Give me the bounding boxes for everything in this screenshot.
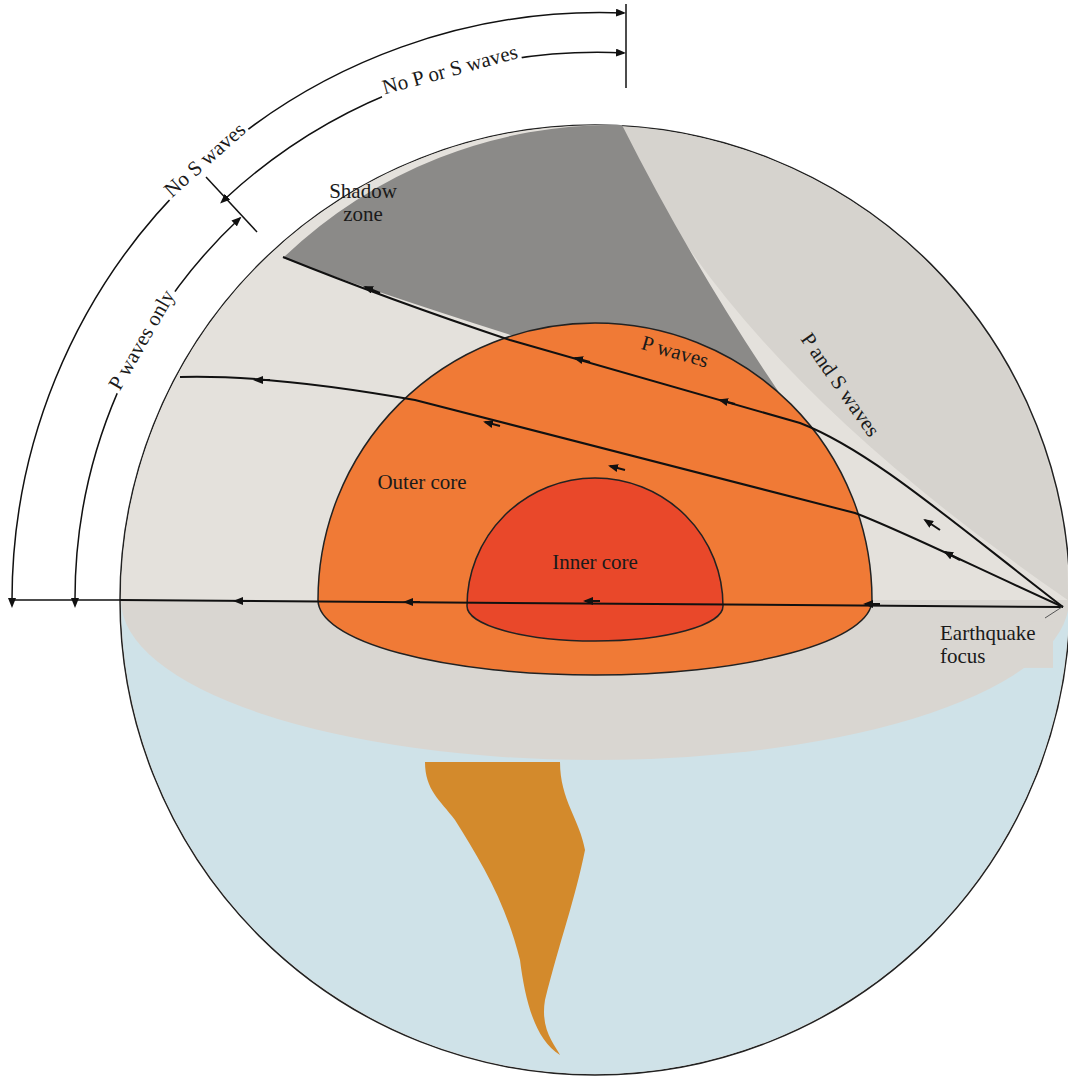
outer-core: Outer coreInner core xyxy=(318,323,872,675)
focus-label: Earthquake focus xyxy=(937,622,1053,668)
wave-ray xyxy=(180,377,1063,607)
bracket-label: No P or S waves xyxy=(377,40,523,101)
ray-arrow xyxy=(585,600,600,602)
shadow-zone-label: Shadow zone xyxy=(313,180,413,226)
ray-arrow xyxy=(575,358,590,362)
ray-arrow xyxy=(945,552,960,560)
bracket-label: P waves only xyxy=(103,283,181,396)
inner-core-label: Inner core xyxy=(545,551,645,574)
bracket-label: No S waves xyxy=(158,116,253,204)
focus-leader xyxy=(1045,607,1062,618)
outer-core-label: Outer core xyxy=(372,471,472,494)
inner-core-outline xyxy=(467,478,723,641)
ray-arrow xyxy=(485,422,500,426)
ray-arrow xyxy=(365,287,380,293)
inner-core: Inner core xyxy=(467,478,723,638)
ray-arrow xyxy=(405,601,420,603)
ray-arrow xyxy=(255,379,270,381)
ray-arrow xyxy=(865,603,880,605)
ray-arrow xyxy=(610,466,625,470)
ray-arrow xyxy=(720,400,735,404)
ray-arrow xyxy=(235,600,250,602)
wave-ray xyxy=(283,257,1063,607)
wave-ray xyxy=(120,600,1063,607)
outer-core-outline xyxy=(318,323,872,675)
ray-arrow xyxy=(925,520,940,530)
